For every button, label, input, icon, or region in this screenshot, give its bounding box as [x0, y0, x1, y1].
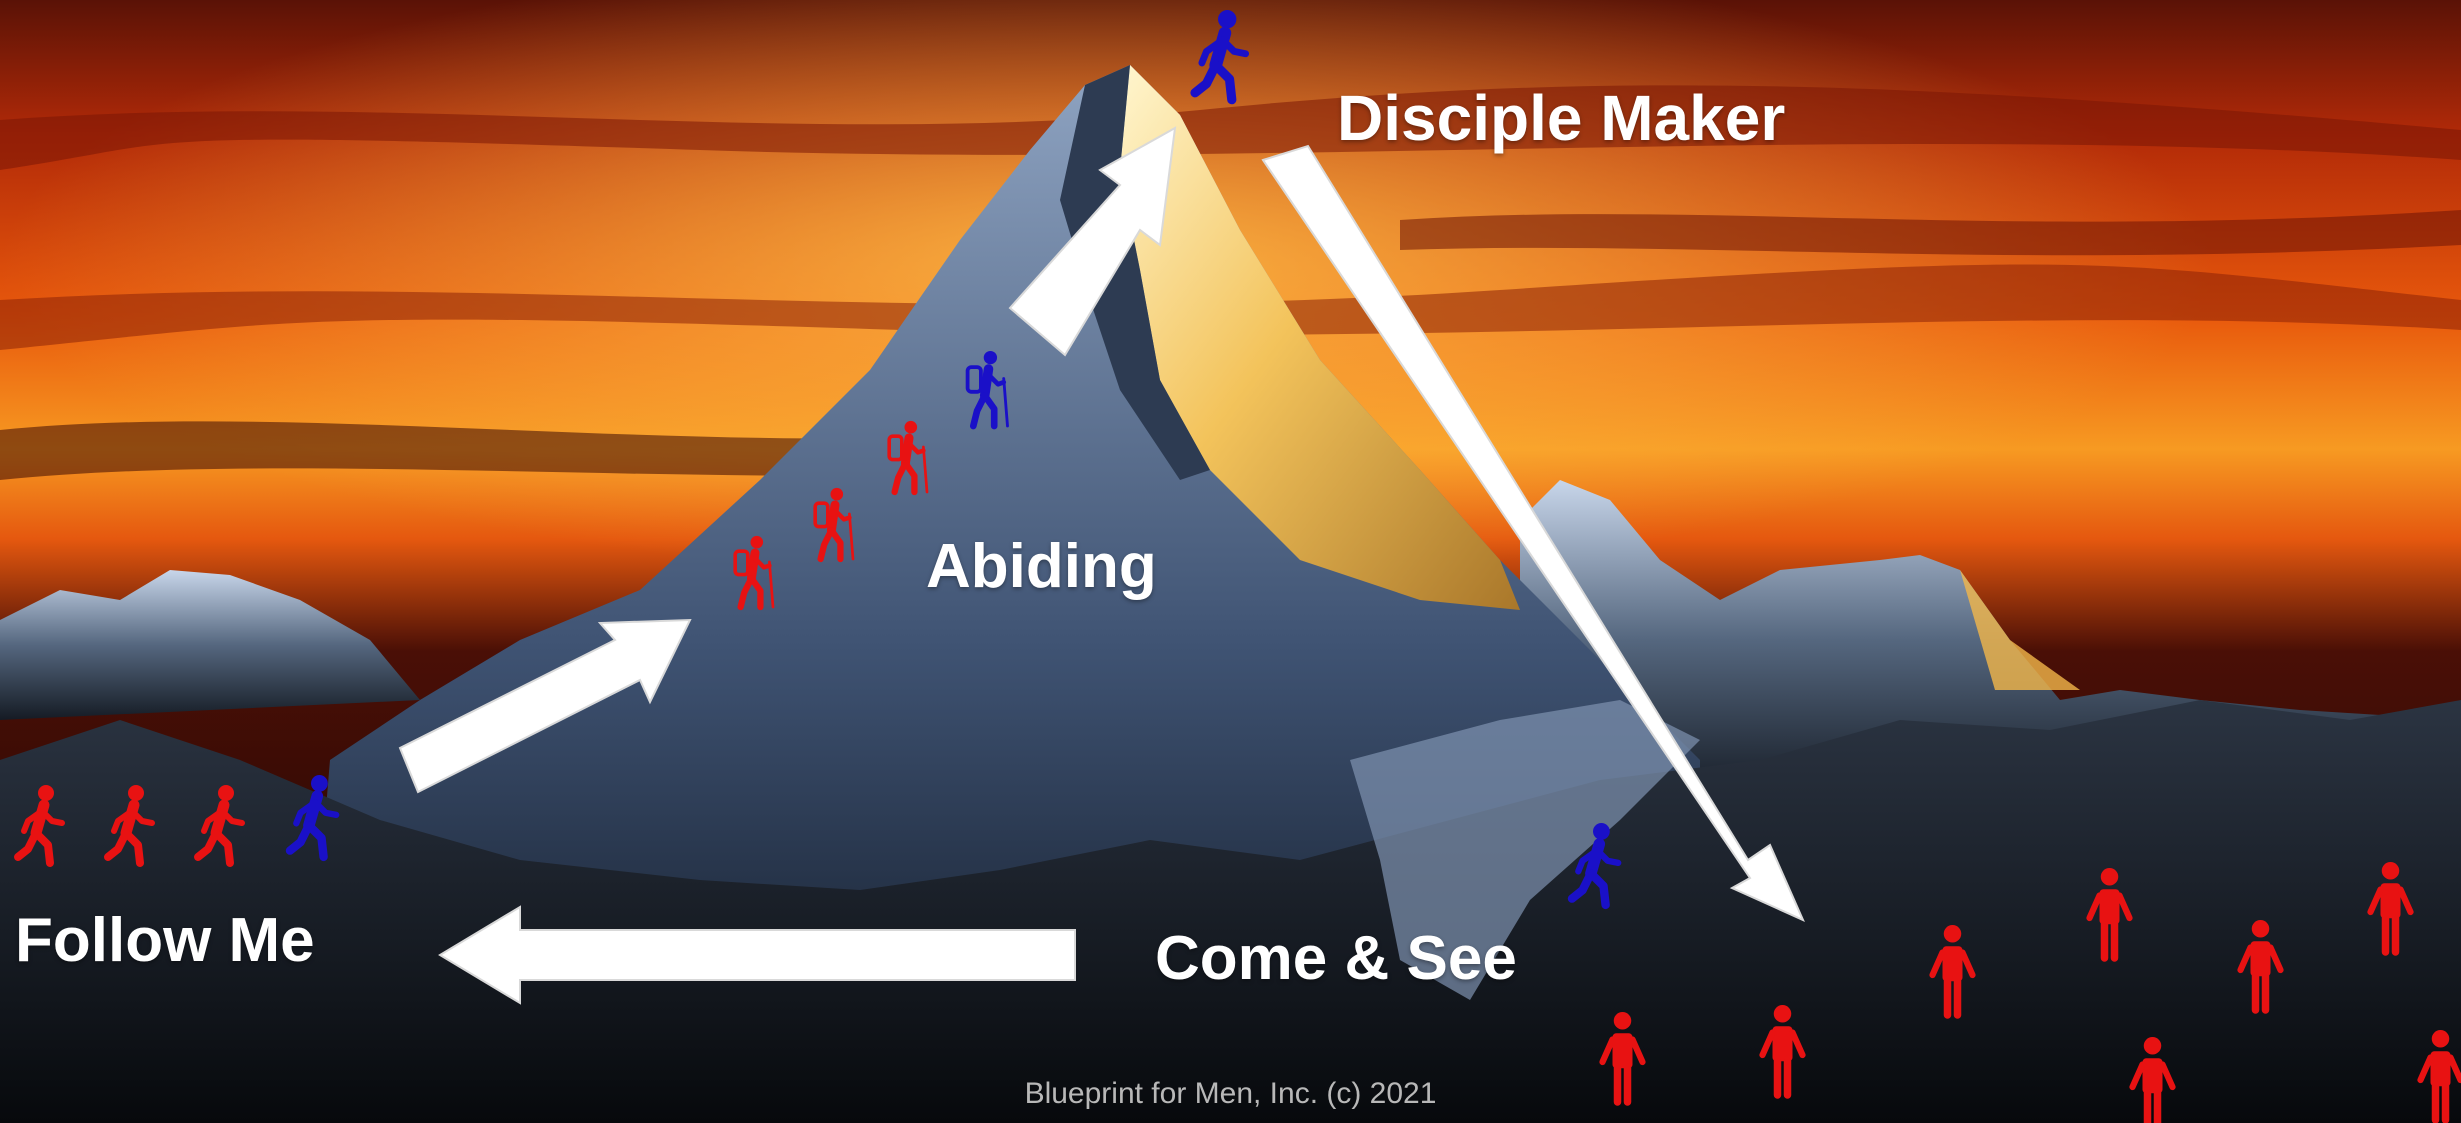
arrow-to-summit	[1008, 126, 1177, 357]
follower-hiker-icon	[733, 535, 775, 611]
leader-hiker-icon	[965, 350, 1009, 430]
label-come-and-see: Come & See	[1155, 924, 1517, 993]
follower-hiker-icon	[813, 487, 855, 563]
crowd-person-icon	[2129, 1037, 2176, 1123]
crowd-person-icon	[1759, 1005, 1806, 1099]
right-peak-sunlit	[1960, 570, 2080, 690]
leader-walker-icon	[1567, 823, 1622, 910]
follower-hiker-icon	[887, 420, 929, 496]
follower-walker-icon	[14, 785, 65, 867]
follower-walker-icon	[104, 785, 155, 867]
label-disciple-maker: Disciple Maker	[1337, 82, 1786, 154]
left-range	[0, 570, 420, 720]
crowd-person-icon	[2367, 862, 2414, 956]
label-abiding: Abiding	[926, 532, 1157, 601]
arrow-down-right	[1261, 144, 1805, 922]
disciple-maker-walker-icon	[1190, 10, 1250, 105]
arrow-to-abiding	[398, 618, 692, 794]
copyright-footer: Blueprint for Men, Inc. (c) 2021	[1024, 1077, 1437, 1110]
foreground-ridge	[0, 700, 2461, 1123]
crowd-person-icon	[2417, 1030, 2461, 1123]
crowd-person-icon	[2086, 868, 2133, 962]
leader-walker-icon	[285, 775, 340, 862]
arrow-to-follow	[438, 905, 1076, 1005]
crowd-person-icon	[1929, 925, 1976, 1019]
snow-slope	[1350, 700, 1700, 1000]
people-figures	[14, 10, 2461, 1123]
peak-sunlit-face	[1120, 65, 1520, 610]
crowd-person-icon	[1599, 1012, 1646, 1106]
crowd-person-icon	[2237, 920, 2284, 1014]
follower-walker-icon	[194, 785, 245, 867]
peak-ridge	[1060, 65, 1210, 480]
cycle-arrows	[398, 126, 1805, 1005]
label-follow-me: Follow Me	[15, 906, 315, 975]
